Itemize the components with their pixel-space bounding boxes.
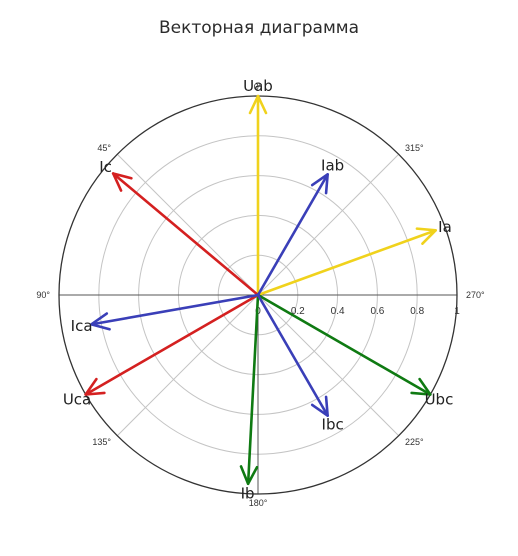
vector-shaft [111, 172, 260, 297]
angle-tick-label: 45° [97, 143, 111, 153]
vector-shaft [256, 173, 329, 297]
angle-tick-label: 135° [92, 437, 111, 447]
angle-tick-label: 180° [249, 498, 268, 508]
chart-title: Векторная диаграмма [159, 18, 359, 38]
grid-spoke [257, 294, 400, 437]
radial-tick-label: 0.4 [331, 306, 345, 317]
vector-label: Ic [99, 158, 112, 176]
radial-tick-label: 0.8 [410, 306, 424, 317]
angle-tick-label: 0° [254, 82, 263, 92]
vector-label: Ib [241, 485, 255, 503]
vector-ibc: Ibc [256, 293, 344, 433]
vector-ia: Ia [256, 218, 452, 297]
vector-arrowhead [410, 377, 432, 396]
vector-iab: Iab [256, 157, 344, 297]
angle-tick-label: 270° [466, 290, 485, 300]
vector-label: Uab [243, 77, 273, 95]
vector-arrowhead [248, 94, 268, 115]
vector-shaft [90, 293, 260, 326]
grid-spoke [116, 294, 259, 437]
grid-spoke [257, 153, 400, 296]
vector-arrowhead [310, 173, 329, 195]
vector-shaft [246, 293, 260, 486]
vector-label: Ubc [425, 390, 454, 408]
grid-spoke [116, 153, 259, 296]
vector-shaft [256, 293, 432, 396]
radial-tick-label: 0.6 [370, 306, 384, 317]
vector-label: Ia [438, 218, 452, 236]
vector-arrowhead [90, 312, 111, 331]
vector-shaft [84, 293, 260, 396]
angle-tick-label: 315° [405, 143, 424, 153]
angle-tick-label: 90° [36, 290, 50, 300]
vector-uab: Uab [243, 77, 273, 297]
radial-tick-label: 0.2 [291, 306, 305, 317]
vector-arrowhead [415, 227, 437, 245]
vector-label: Iab [321, 157, 344, 175]
angle-tick-labels: 0° 45° 90° 135° 180° 225° 270° 315° [36, 82, 485, 508]
vector-ubc: Ubc [256, 293, 454, 408]
vector-arrowhead [111, 172, 133, 192]
angle-tick-label: 225° [405, 437, 424, 447]
vector-ica: Ica [71, 293, 260, 335]
vector-arrowhead [239, 465, 259, 486]
vector-shaft [256, 293, 329, 417]
vector-ic: Ic [99, 158, 260, 297]
vector-label: Uca [63, 390, 91, 408]
vector-arrowhead [310, 395, 329, 417]
vector-label: Ibc [322, 415, 344, 433]
vector-arrowhead [84, 377, 106, 396]
vector-uca: Uca [63, 293, 260, 408]
vector-ib: Ib [239, 293, 260, 503]
vector-shaft [256, 229, 437, 297]
vector-label: Ica [71, 317, 93, 335]
radial-tick-label: 1 [454, 306, 460, 317]
